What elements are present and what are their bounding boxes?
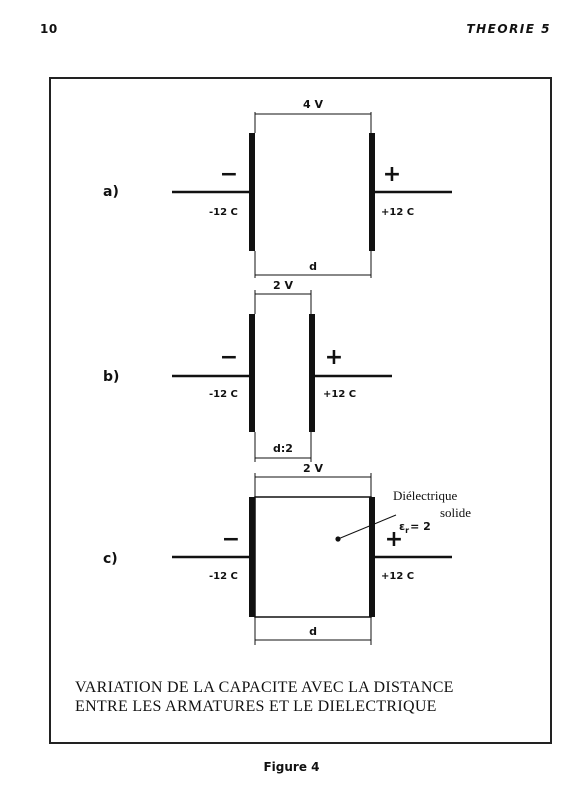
left-plate	[249, 314, 255, 432]
diagram-c: c) 2 V d − + -12 C +12 C Diélectrique so…	[103, 462, 471, 645]
diagram-b: b) 2 V d:2 − + -12 C +12 C	[103, 279, 392, 462]
voltage-label: 2 V	[303, 462, 323, 475]
caption-line-2: ENTRE LES ARMATURES ET LE DIELECTRIQUE	[75, 698, 437, 715]
charge-right: +12 C	[381, 207, 414, 218]
minus-sign: −	[222, 527, 240, 552]
diagram-a: a) 4 V d − + -12 C +12 C	[103, 98, 452, 278]
charge-left: -12 C	[209, 207, 238, 218]
dielectric-label-line1: Diélectrique	[393, 488, 457, 503]
figure-label: Figure 4	[263, 760, 320, 774]
plus-sign: +	[325, 345, 343, 370]
caption-line-1: VARIATION DE LA CAPACITE AVEC LA DISTANC…	[75, 679, 454, 696]
right-plate	[309, 314, 315, 432]
voltage-label: 2 V	[273, 279, 293, 292]
left-plate	[249, 133, 255, 251]
dielectric-label-line2: solide	[440, 505, 471, 520]
charge-left: -12 C	[209, 571, 238, 582]
diagram-a-label: a)	[103, 184, 119, 200]
right-plate	[369, 497, 375, 617]
minus-sign: −	[220, 162, 238, 187]
charge-right: +12 C	[323, 389, 356, 400]
permittivity-symbol: εr= 2	[399, 520, 431, 535]
distance-label: d:2	[273, 442, 293, 455]
charge-right: +12 C	[381, 571, 414, 582]
dielectric-leader-line	[337, 514, 397, 540]
page-number: 10	[40, 22, 58, 36]
charge-left: -12 C	[209, 389, 238, 400]
figure-caption: VARIATION DE LA CAPACITE AVEC LA DISTANC…	[75, 678, 555, 716]
figure-frame	[49, 77, 552, 744]
dielectric-block	[254, 496, 372, 618]
diagram-c-label: c)	[103, 551, 118, 567]
diagram-b-label: b)	[103, 369, 119, 385]
plus-sign: +	[383, 162, 401, 187]
chapter-title: THEORIE 5	[466, 22, 551, 36]
right-plate	[369, 133, 375, 251]
distance-label: d	[309, 625, 317, 638]
plus-sign: +	[385, 527, 403, 552]
distance-label: d	[309, 260, 317, 273]
minus-sign: −	[220, 345, 238, 370]
voltage-label: 4 V	[303, 98, 323, 111]
left-plate	[249, 497, 255, 617]
